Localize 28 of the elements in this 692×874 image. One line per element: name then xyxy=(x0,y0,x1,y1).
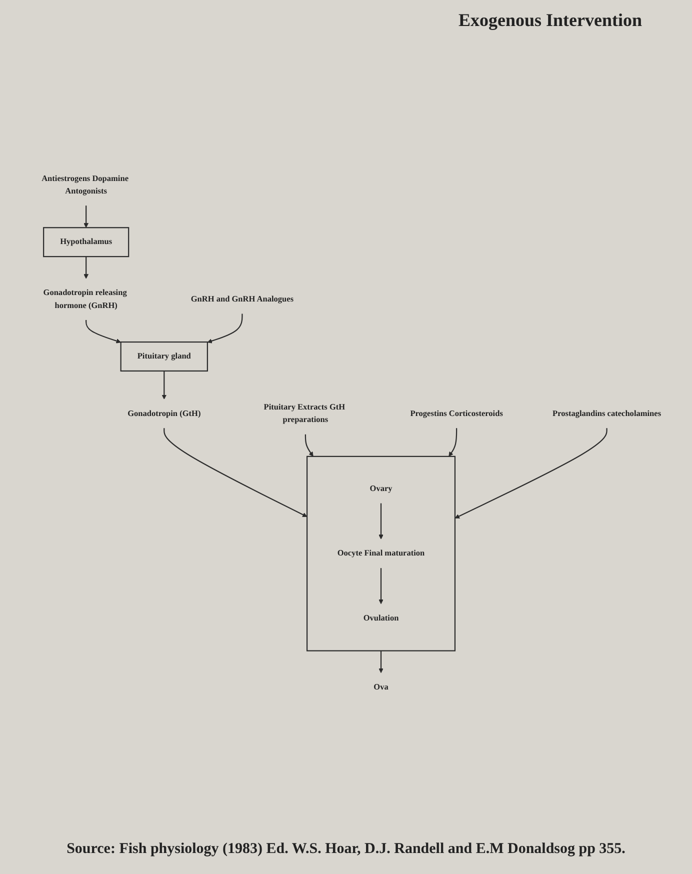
node-text: Prostaglandins catecholamines xyxy=(552,409,662,418)
node-text: Gonadotropin (GtH) xyxy=(128,409,201,418)
arrow xyxy=(448,428,458,457)
node-text: Ova xyxy=(374,682,388,692)
arrow xyxy=(86,320,122,344)
column-heading: Exogenous Intervention xyxy=(458,10,642,30)
node-box: Pituitary gland xyxy=(120,341,208,372)
arrow xyxy=(304,434,314,457)
node-text: Gonadotropin releasing hormone (GnRH) xyxy=(43,288,127,310)
node-text: GnRH and GnRH Analogues xyxy=(190,294,294,304)
arrow xyxy=(454,428,608,518)
node-text: Ovulation xyxy=(363,614,399,623)
arrow xyxy=(378,650,384,674)
arrow xyxy=(84,256,88,279)
node-box: Hypothalamus xyxy=(43,227,130,258)
source-caption: Source: Fish physiology (1983) Ed. W.S. Hoar, D.J. Randell and E.M Donaldsog pp 355. xyxy=(66,841,626,857)
arrow xyxy=(378,568,384,604)
arrow xyxy=(378,503,384,540)
cluster xyxy=(306,456,456,652)
arrow xyxy=(164,428,308,517)
node-text: Pituitary Extracts GtH preparations xyxy=(264,402,346,424)
node-text: Antiestrogens Dopamine Antogonists xyxy=(42,174,128,196)
node-text: Progestins Corticosteroids xyxy=(410,409,503,418)
arrow xyxy=(84,206,88,228)
node-text: Oocyte Final maturation xyxy=(337,549,425,558)
node-text: Ovary xyxy=(370,484,392,494)
arrow xyxy=(207,314,243,344)
arrow xyxy=(162,370,167,400)
